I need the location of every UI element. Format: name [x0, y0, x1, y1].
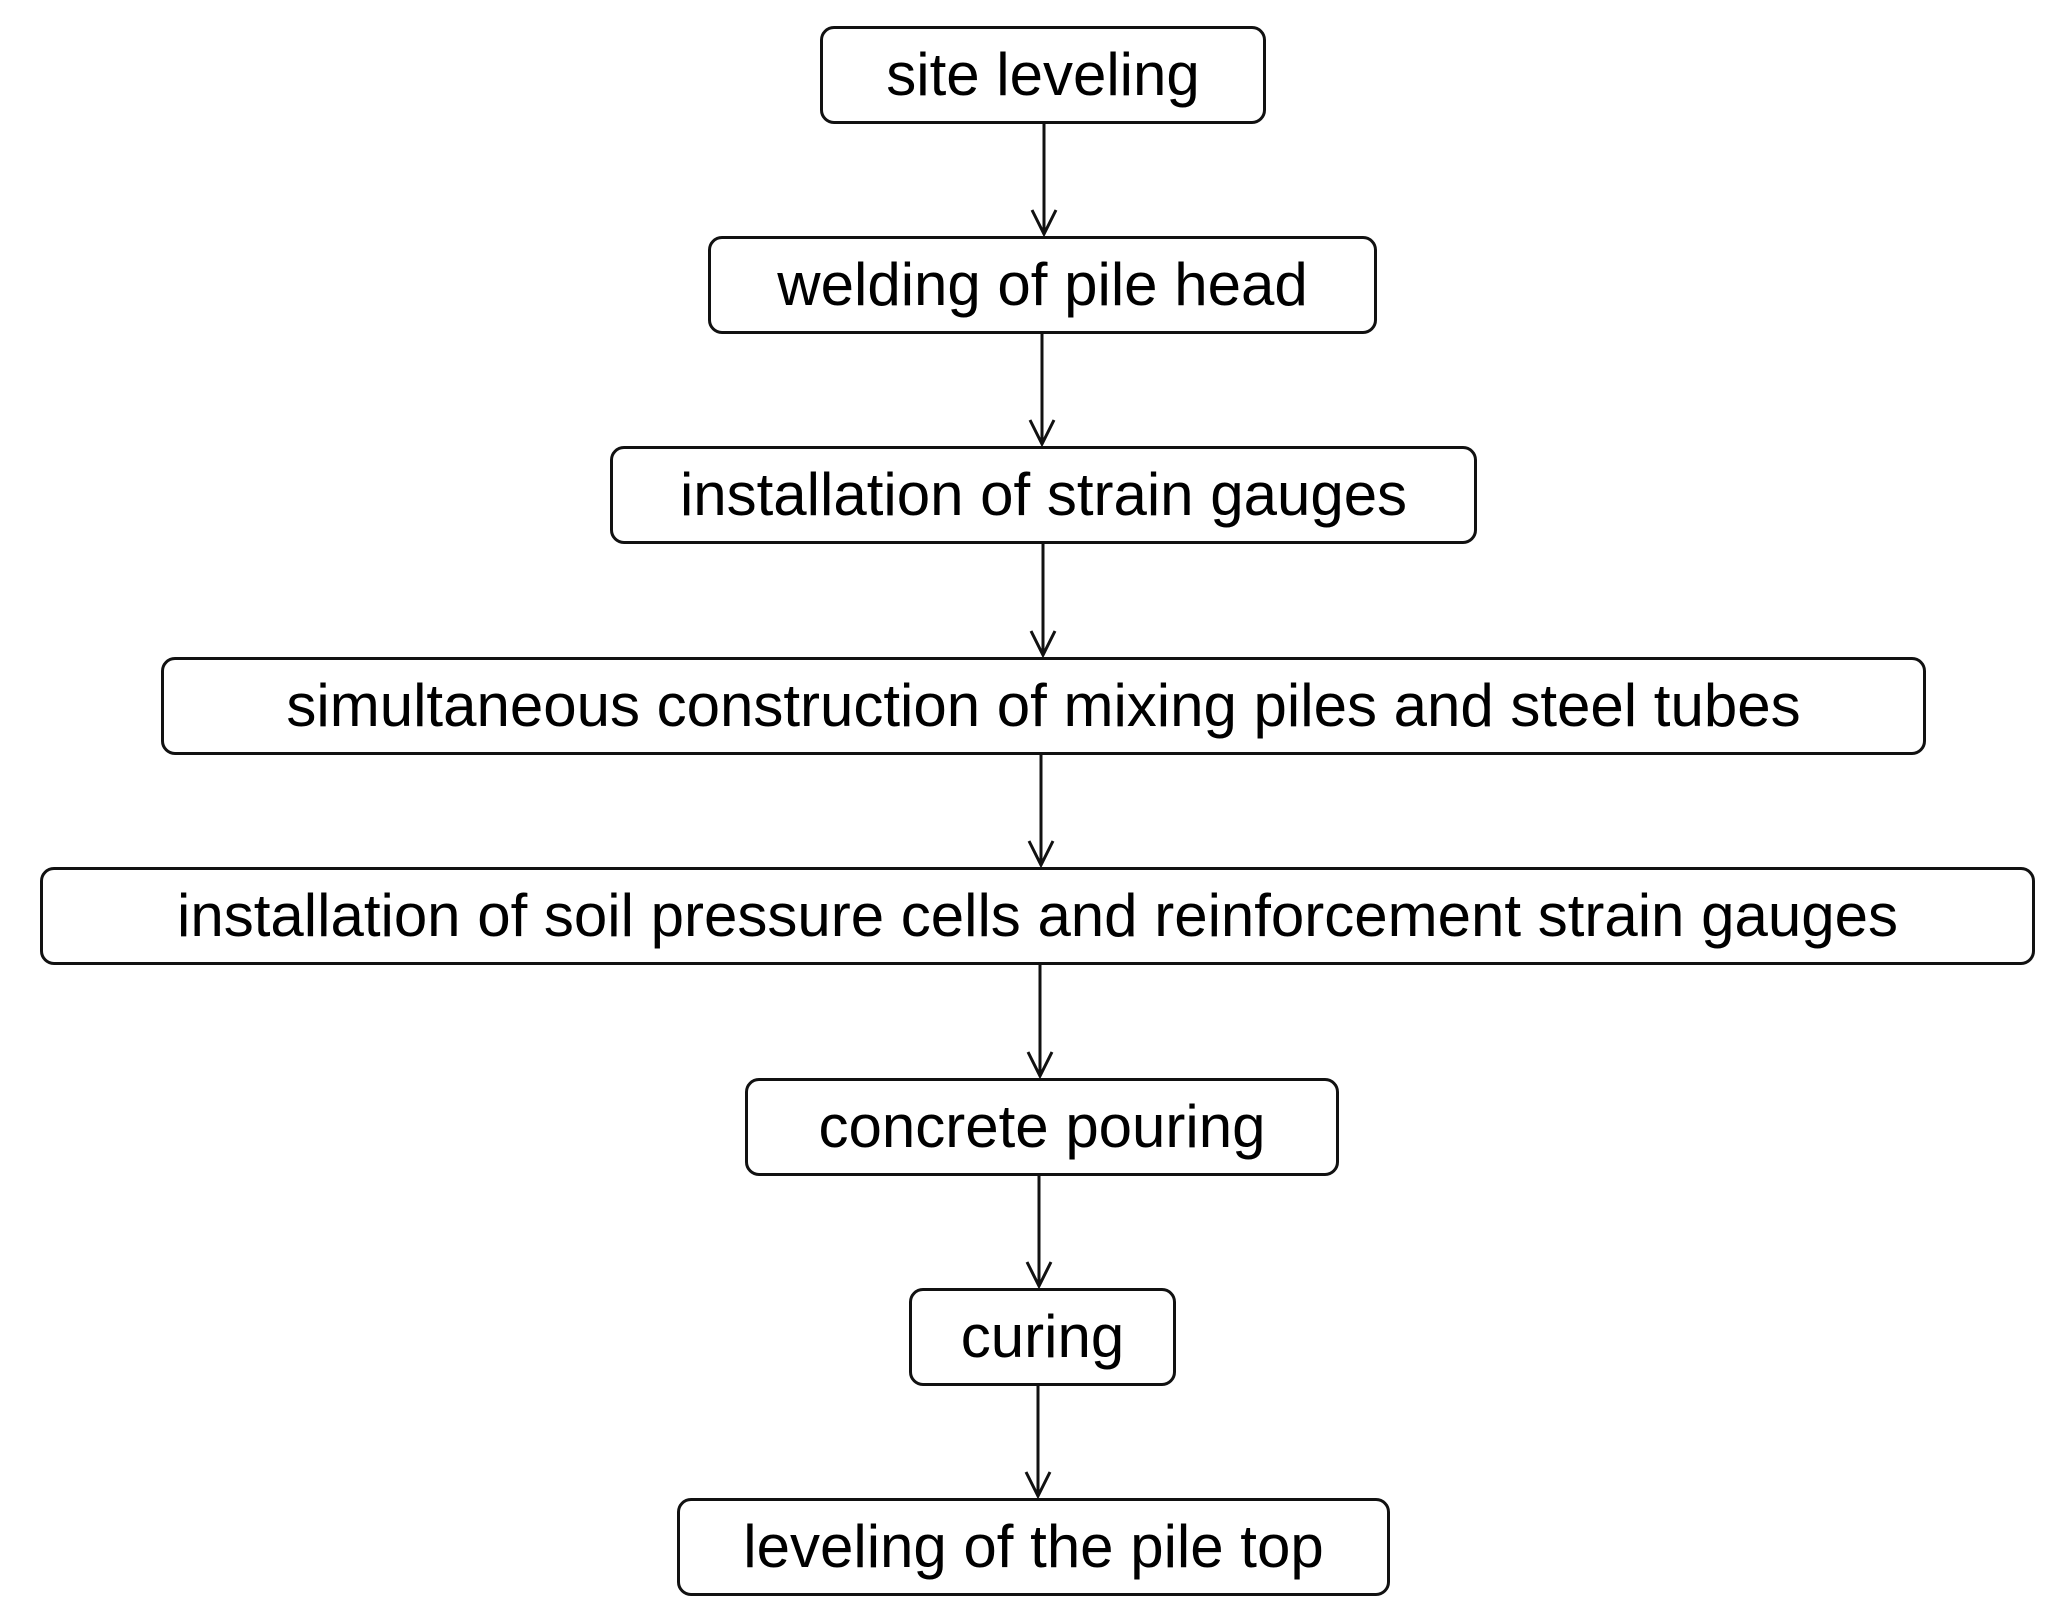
step-site-leveling: site leveling	[820, 26, 1266, 124]
step-installation-of-soil-pressure-cells: installation of soil pressure cells and …	[40, 867, 2035, 965]
step-simultaneous-construction: simultaneous construction of mixing pile…	[161, 657, 1926, 755]
step-label: curing	[960, 1303, 1125, 1370]
arrowhead-icon	[1024, 1471, 1052, 1500]
arrowhead-icon	[1028, 419, 1056, 448]
step-label: installation of strain gauges	[679, 461, 1408, 528]
arrowhead-icon	[1029, 630, 1057, 659]
arrowhead-icon	[1025, 1261, 1053, 1290]
step-label: concrete pouring	[818, 1093, 1266, 1160]
step-leveling-of-the-pile-top: leveling of the pile top	[677, 1498, 1390, 1596]
step-concrete-pouring: concrete pouring	[745, 1078, 1339, 1176]
arrowhead-icon	[1026, 1051, 1054, 1080]
arrowhead-icon	[1030, 209, 1058, 238]
step-label: welding of pile head	[777, 251, 1308, 318]
step-installation-of-strain-gauges: installation of strain gauges	[610, 446, 1477, 544]
step-welding-of-pile-head: welding of pile head	[708, 236, 1377, 334]
step-label: leveling of the pile top	[743, 1513, 1324, 1580]
step-label: installation of soil pressure cells and …	[177, 882, 1898, 949]
step-label: site leveling	[886, 41, 1200, 108]
step-curing: curing	[909, 1288, 1176, 1386]
arrowhead-icon	[1027, 840, 1055, 869]
step-label: simultaneous construction of mixing pile…	[286, 672, 1801, 739]
